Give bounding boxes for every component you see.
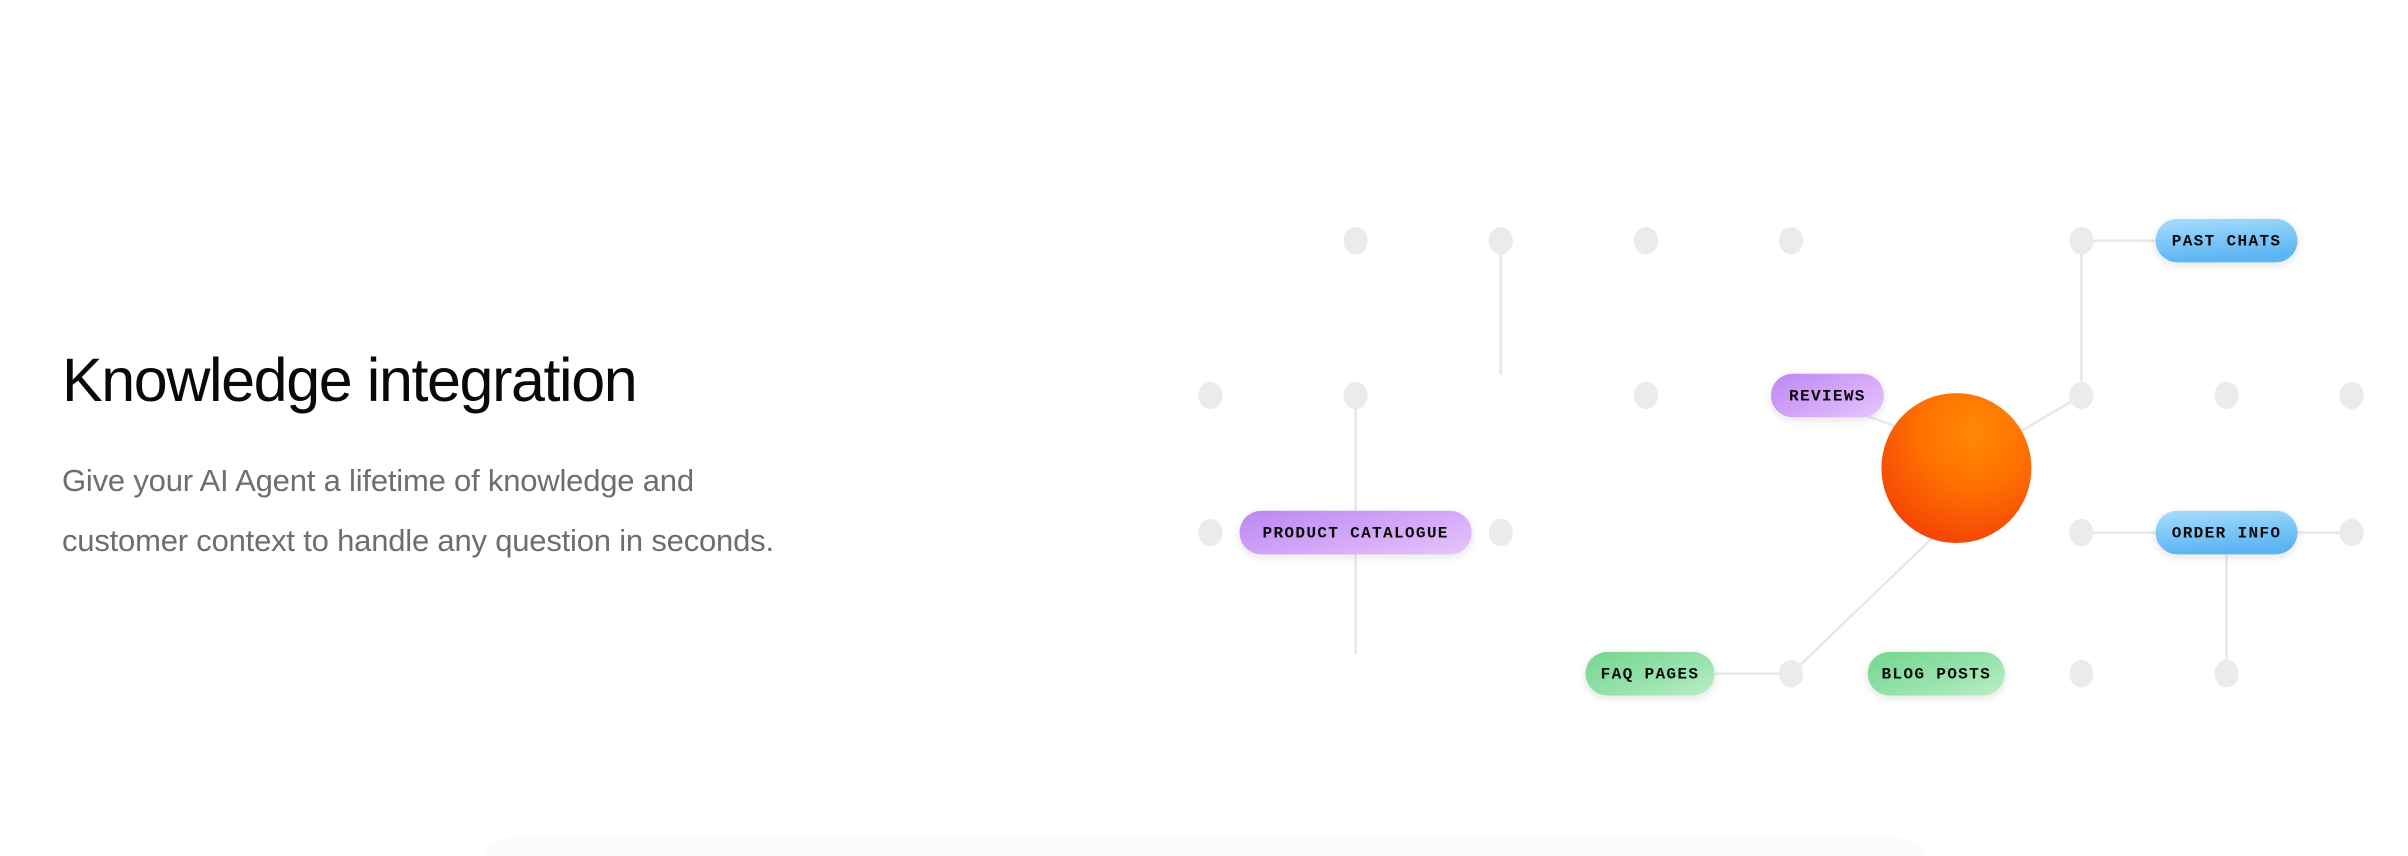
grid-dot	[1343, 381, 1368, 410]
pill-label: FAQ PAGES	[1601, 666, 1700, 684]
grid-dot	[2069, 381, 2094, 410]
edge-dot-bottom-to-hub	[1789, 513, 1958, 675]
page-title: Knowledge integration	[62, 346, 638, 414]
grid-dot	[2069, 518, 2094, 547]
source-pill-reviews[interactable]: REVIEWS	[1770, 373, 1884, 418]
section-description: Give your AI Agent a lifetime of knowled…	[62, 462, 774, 558]
grid-dot	[2214, 659, 2239, 688]
grid-dot	[1779, 226, 1804, 255]
source-pill-order-info[interactable]: ORDER INFO	[2155, 510, 2298, 555]
grid-dot	[1488, 518, 1513, 547]
pill-background	[1239, 510, 1472, 555]
pill-background	[2155, 218, 2298, 263]
grid-dot	[1779, 659, 1804, 688]
pill-label: PAST CHATS	[2172, 232, 2282, 250]
source-pill-product-catalogue[interactable]: PRODUCT CATALOGUE	[1239, 510, 1472, 555]
pill-label: BLOG POSTS	[1881, 666, 1991, 684]
graph-dots	[1198, 226, 2364, 688]
grid-dot	[2069, 659, 2094, 688]
pill-label: PRODUCT CATALOGUE	[1262, 524, 1448, 542]
pill-label: REVIEWS	[1789, 387, 1866, 405]
grid-dot	[1488, 226, 1513, 255]
grid-dot	[1343, 226, 1368, 255]
pill-label: ORDER INFO	[2172, 524, 2282, 542]
grid-dot	[2339, 518, 2364, 547]
pill-background	[1867, 651, 2005, 696]
source-pill-past-chats[interactable]: PAST CHATS	[2155, 218, 2298, 263]
ai-agent-core-node[interactable]	[1881, 393, 2032, 544]
pill-background	[2155, 510, 2298, 555]
bottom-panel-edge	[480, 838, 1930, 856]
pill-background	[1770, 373, 1884, 418]
grid-dot	[2339, 381, 2364, 410]
grid-dot	[1633, 381, 1659, 410]
pill-background	[1585, 651, 1715, 696]
source-pill-faq-pages[interactable]: FAQ PAGES	[1585, 651, 1715, 696]
grid-dot	[1198, 381, 1223, 410]
grid-dot	[2214, 381, 2239, 410]
copy-block: Knowledge integration Give your AI Agent…	[62, 348, 862, 571]
grid-dot	[1633, 226, 1659, 255]
source-pill-blog-posts[interactable]: BLOG POSTS	[1867, 651, 2005, 696]
grid-dot	[2069, 226, 2094, 255]
graph-edges	[1354, 239, 2353, 675]
knowledge-sources-node-graph: PAST CHATS REVIEWS PRODUCT CATALOGUE ORD…	[1150, 120, 2408, 800]
grid-dot	[1198, 518, 1223, 547]
node-graph-canvas: PAST CHATS REVIEWS PRODUCT CATALOGUE ORD…	[1198, 218, 2364, 696]
